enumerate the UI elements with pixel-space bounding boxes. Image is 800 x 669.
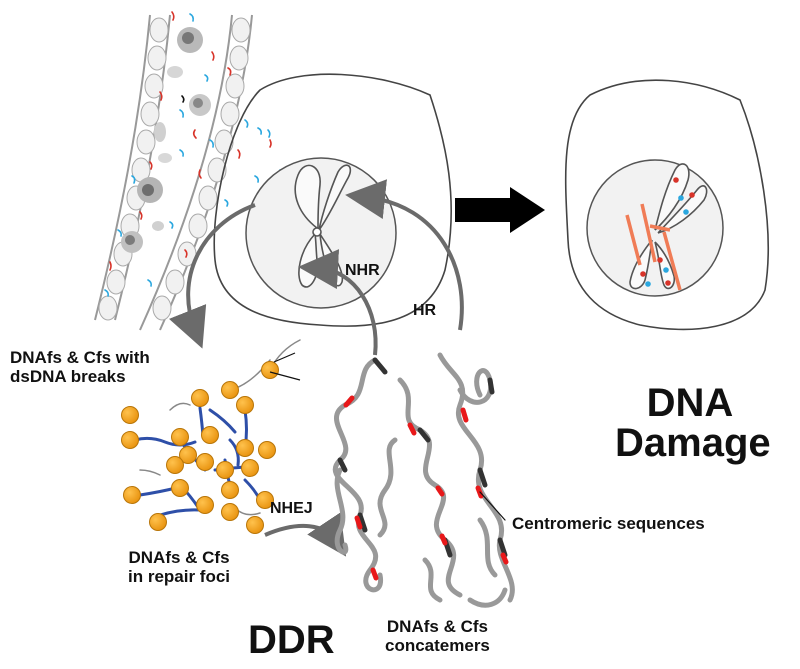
cell-membrane [213, 73, 453, 327]
dna-damage-label: DNA Damage [615, 381, 771, 465]
repair-foci [121, 339, 301, 534]
dna-damage-line2: Damage [615, 421, 771, 465]
damaged-cell-membrane [564, 79, 769, 331]
transition-arrow [455, 187, 545, 233]
concatemers-label: DNAfs & Cfs concatemers [385, 617, 490, 655]
nhr-label: NHR [345, 262, 380, 279]
breaks-label: DNAfs & Cfs with dsDNA breaks [10, 348, 150, 386]
breaks-label-line1: DNAfs & Cfs with [10, 348, 150, 367]
dna-damage-line1: DNA [646, 381, 734, 425]
pathway-arrows [169, 179, 464, 557]
breaks-label-line2: dsDNA breaks [10, 367, 126, 386]
damaged-chromosome [625, 163, 708, 291]
foci-label: DNAfs & Cfs in repair foci [128, 548, 230, 586]
concatemers [332, 352, 515, 608]
nhej-label: NHEJ [270, 500, 313, 517]
blood-vessel [94, 14, 253, 331]
concatemers-label-line2: concatemers [385, 636, 490, 655]
centromeric-label: Centromeric sequences [512, 514, 705, 533]
foci-label-line1: DNAfs & Cfs [128, 548, 230, 567]
blood-cells [121, 27, 211, 253]
hr-label: HR [413, 302, 437, 319]
foci-label-line2: in repair foci [128, 567, 231, 586]
ddr-label: DDR [248, 618, 335, 662]
concatemers-label-line1: DNAfs & Cfs [386, 617, 488, 636]
